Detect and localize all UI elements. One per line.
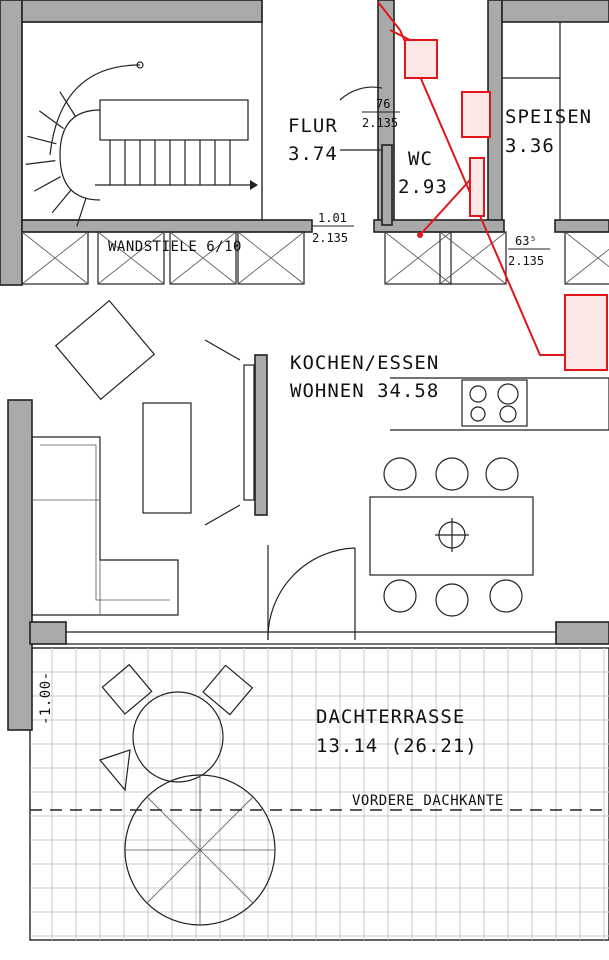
dim-flur-h: 2.135: [362, 116, 398, 130]
kitchen-counter: [390, 22, 609, 431]
terrace-door: [267, 545, 356, 641]
room-terrasse-area: 13.14 (26.21): [316, 735, 478, 757]
wandstiele-label: WANDSTIELE 6/10: [108, 239, 242, 255]
dim-speisen-w: 63⁵: [515, 234, 537, 248]
room-speisen-name: SPEISEN: [505, 106, 592, 128]
dining-table: [369, 457, 534, 617]
dim-main-h: 2.135: [312, 231, 348, 245]
room-speisen-area: 3.36: [505, 135, 555, 157]
dim-speisen-h: 2.135: [508, 254, 544, 268]
flur-door-arc: [339, 86, 383, 101]
level-label: -1.00-: [38, 671, 54, 725]
dim-flur-w: 76: [376, 97, 390, 111]
plumbing: [377, 1, 608, 371]
room-terrasse-name: DACHTERRASSE: [316, 706, 465, 728]
room-kochen-name: KOCHEN/ESSEN: [290, 352, 439, 374]
staircase: [21, 21, 263, 227]
terrace-furniture: [98, 663, 276, 926]
dim-main-w: 1.01: [318, 211, 347, 225]
dachkante-label: VORDERE DACHKANTE: [352, 793, 504, 809]
room-wc-name: WC: [408, 148, 433, 170]
room-wohnen-area: WOHNEN 34.58: [290, 380, 439, 402]
room-flur-name: FLUR: [288, 115, 338, 137]
terrace-grid: [29, 647, 609, 941]
room-wc-area: 2.93: [398, 176, 448, 198]
room-flur-area: 3.74: [288, 143, 338, 165]
living-furniture: [31, 299, 268, 616]
